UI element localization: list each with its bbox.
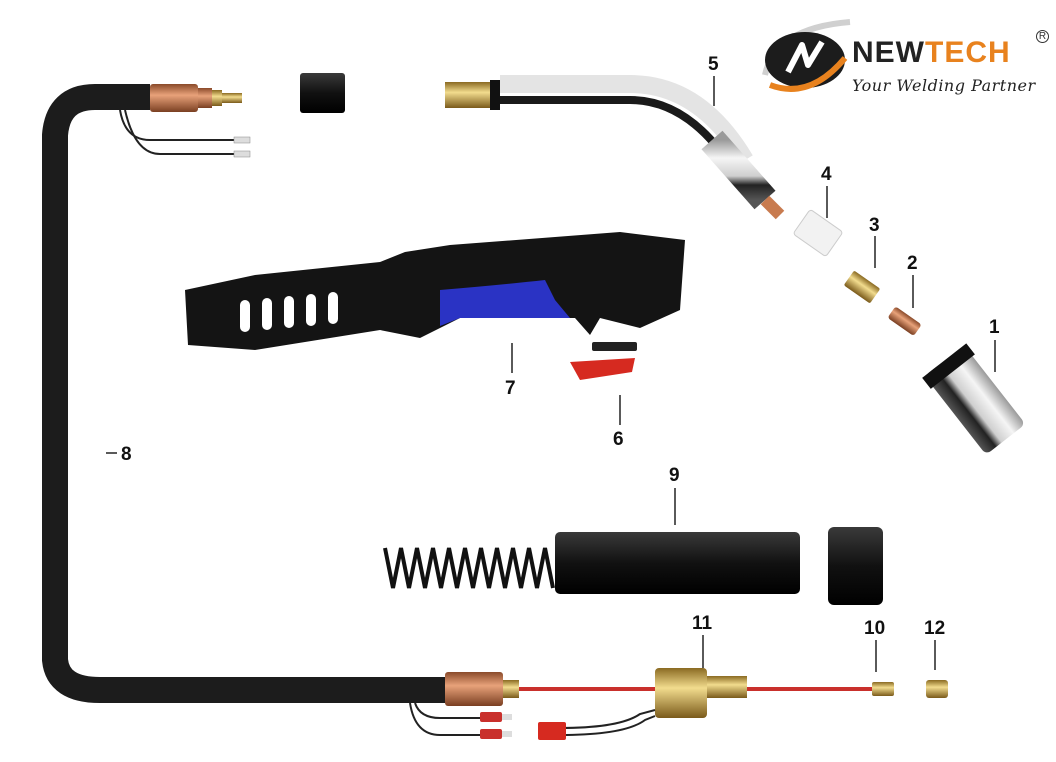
torch-handle [185,232,685,350]
callout-9: 9 [669,465,680,486]
contact-tip [888,307,921,335]
callout-3: 3 [869,215,880,236]
liner-and-connector [519,668,948,740]
callout-1: 1 [989,317,1000,338]
callout-11: 11 [692,613,713,634]
callout-10: 10 [864,618,886,639]
callout-5: 5 [708,54,719,75]
callout-12: 12 [924,618,946,639]
brand-tagline: Your Welding Partner [852,76,1036,95]
brand-name: NEWTECH [852,36,1011,69]
rear-handle [383,527,883,605]
liner-nut [926,680,948,698]
callout-leaders [106,76,996,672]
tip-holder [844,271,880,303]
swan-neck [445,75,785,220]
callout-2: 2 [907,253,918,274]
cable-assembly [42,84,519,739]
callout-6: 6 [613,429,624,450]
callout-4: 4 [821,164,832,185]
gas-diffuser [793,209,843,257]
registered-mark: R [1036,30,1049,43]
gas-nozzle [922,343,1024,453]
newtech-logo-mark [762,19,851,92]
trigger-switch [570,342,637,380]
handle-nut [300,73,345,113]
callout-8: 8 [121,444,132,465]
callout-7: 7 [505,378,516,399]
